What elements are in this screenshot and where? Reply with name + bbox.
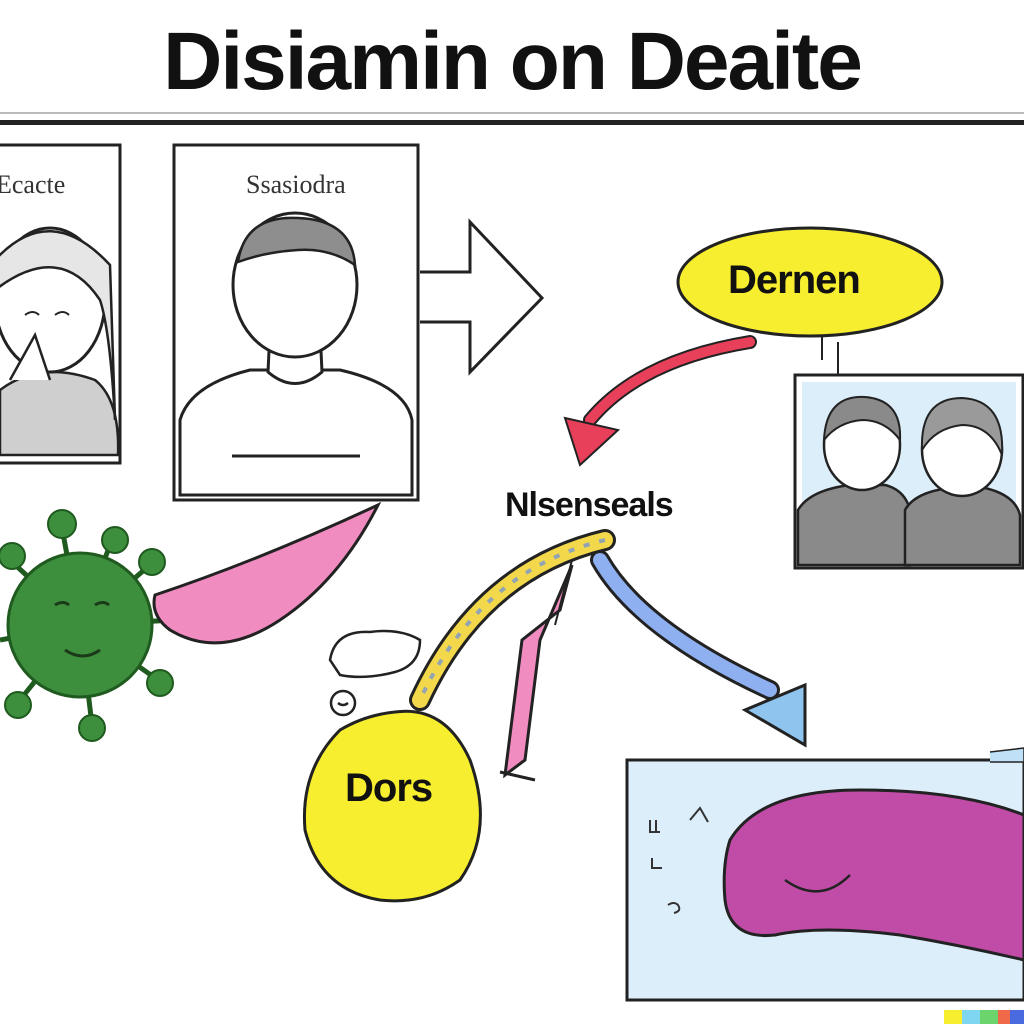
middle-portrait-panel	[172, 143, 420, 502]
left-panel-label: Ecacte	[0, 170, 66, 199]
virus-icon	[0, 509, 194, 742]
node-dernen-label: Dernen	[728, 258, 861, 302]
hand-sketch-icon	[328, 629, 422, 717]
node-dernen-shape	[676, 226, 944, 338]
node-center-label: Nlsenseals	[505, 486, 674, 524]
node-dors-shape	[302, 709, 482, 903]
pink-syringe-shape	[503, 564, 574, 779]
page-title: Disiamin on Deaite	[163, 16, 863, 107]
title-divider	[0, 120, 1024, 125]
yellow-curved-band	[409, 529, 616, 711]
woman-portrait-icon	[0, 226, 120, 457]
color-swatch	[980, 1010, 998, 1024]
organ-panel	[625, 747, 1024, 1002]
middle-panel-label: Ssasiodra	[246, 170, 346, 199]
couple-portrait-icon	[796, 395, 1022, 567]
color-swatch	[944, 1010, 962, 1024]
organ-icon	[722, 788, 1024, 962]
couple-portrait-panel	[793, 373, 1024, 570]
title-divider-light	[0, 112, 1024, 114]
man-portrait-icon	[178, 211, 414, 497]
color-swatch	[962, 1010, 980, 1024]
color-swatch	[1010, 1010, 1024, 1024]
left-portrait-panel	[0, 143, 122, 465]
pink-connector-shape	[152, 501, 382, 645]
right-arrow-icon	[420, 218, 545, 376]
node-dors-label: Dors	[345, 766, 433, 810]
scribble-marks	[649, 806, 709, 914]
red-curved-arrow	[583, 335, 757, 427]
